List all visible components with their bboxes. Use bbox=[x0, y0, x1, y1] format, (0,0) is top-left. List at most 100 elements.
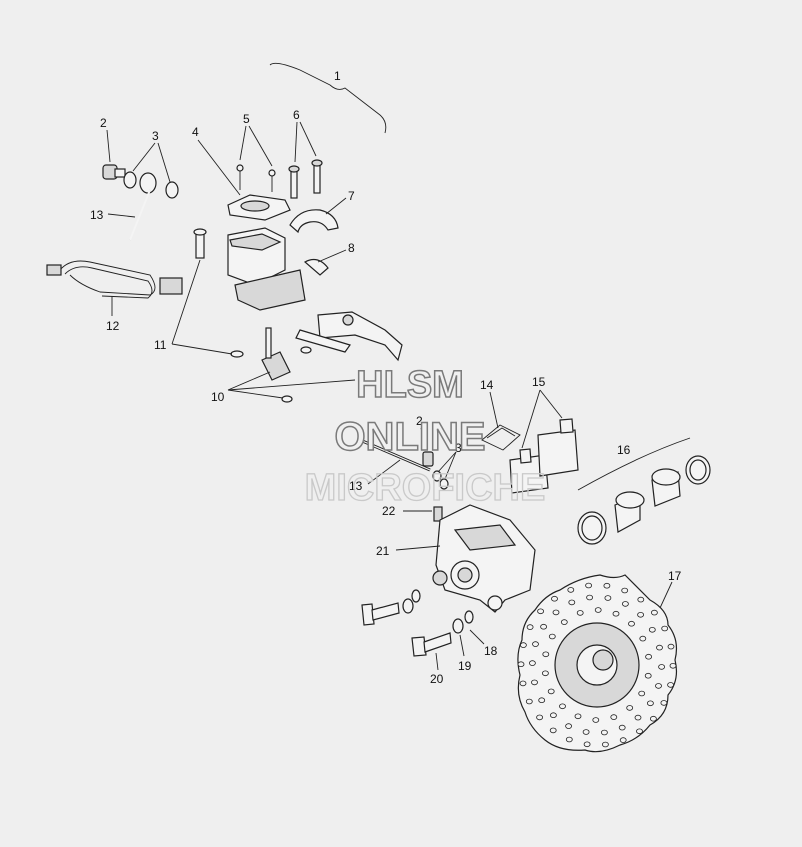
disc-drill-hole bbox=[618, 724, 626, 731]
callout-2-top: 2 bbox=[100, 116, 107, 130]
bleeder-screw bbox=[433, 506, 443, 522]
disc-drill-hole bbox=[532, 641, 539, 647]
brake-caliper bbox=[432, 504, 536, 613]
brake-switch-harness bbox=[46, 260, 183, 299]
disc-drill-hole bbox=[529, 660, 536, 666]
disc-drill-hole bbox=[568, 599, 576, 606]
callout-18: 18 bbox=[484, 644, 498, 658]
disc-drill-hole bbox=[536, 714, 543, 721]
disc-drill-hole bbox=[520, 642, 527, 648]
disc-drill-hole bbox=[525, 698, 533, 705]
callout-4: 4 bbox=[192, 125, 199, 139]
disc-drill-hole bbox=[661, 625, 669, 632]
callout-13-bottom: 13 bbox=[349, 479, 363, 493]
disc-drill-hole bbox=[637, 596, 645, 603]
callout-11: 11 bbox=[154, 338, 167, 352]
master-cylinder-body bbox=[227, 227, 329, 311]
disc-drill-hole bbox=[552, 609, 560, 616]
disc-drill-hole bbox=[549, 727, 557, 734]
callout-20: 20 bbox=[430, 672, 444, 686]
disc-drill-hole bbox=[565, 736, 573, 743]
caliper-pistons-and-seals bbox=[577, 455, 711, 545]
disc-drill-hole bbox=[644, 672, 652, 679]
sealing-washers bbox=[123, 171, 179, 199]
disc-drill-hole bbox=[585, 582, 592, 589]
disc-drill-hole bbox=[559, 703, 566, 710]
disc-drill-hole bbox=[656, 644, 663, 651]
disc-drill-hole bbox=[565, 723, 572, 729]
pad-spring-clip bbox=[481, 424, 521, 451]
watermark-line-1: HLSM bbox=[356, 364, 464, 406]
watermark: HLSM ONLINE MICROFICHE bbox=[304, 363, 546, 509]
disc-drill-hole bbox=[574, 713, 582, 720]
disc-drill-hole bbox=[594, 607, 602, 613]
handlebar-clamp bbox=[289, 209, 339, 234]
disc-drill-hole bbox=[645, 653, 652, 660]
disc-drill-hole bbox=[667, 682, 674, 688]
disc-drill-hole bbox=[592, 717, 600, 723]
disc-drill-hole bbox=[667, 643, 675, 650]
disc-drill-hole bbox=[582, 729, 590, 735]
disc-drill-hole bbox=[551, 595, 558, 602]
callout-8: 8 bbox=[348, 241, 355, 255]
disc-drill-hole bbox=[650, 715, 657, 722]
disc-drill-hole bbox=[638, 690, 646, 697]
callout-21: 21 bbox=[376, 544, 390, 558]
disc-drill-hole bbox=[626, 705, 634, 711]
caliper-banjo-bolt bbox=[422, 451, 449, 490]
disc-drill-hole bbox=[628, 620, 635, 627]
callout-13-top: 13 bbox=[90, 208, 104, 222]
disc-drill-hole bbox=[526, 624, 534, 630]
clamp-bolts bbox=[288, 159, 323, 199]
disc-drill-hole bbox=[634, 714, 642, 721]
brake-disc bbox=[517, 574, 678, 753]
callout-16: 16 bbox=[617, 443, 631, 457]
brake-pads bbox=[509, 418, 579, 494]
callout-6: 6 bbox=[293, 108, 300, 122]
disc-drill-hole bbox=[637, 611, 644, 618]
callout-17: 17 bbox=[668, 569, 682, 583]
callout-15: 15 bbox=[532, 375, 546, 389]
disc-drill-hole bbox=[567, 587, 575, 593]
watermark-line-2: ONLINE bbox=[334, 415, 485, 459]
disc-drill-hole bbox=[586, 594, 593, 601]
disc-drill-hole bbox=[619, 737, 627, 743]
callout-7: 7 bbox=[348, 189, 355, 203]
disc-drill-hole bbox=[647, 700, 654, 707]
callout-22: 22 bbox=[382, 504, 396, 518]
callout-10: 10 bbox=[211, 390, 225, 404]
cover-screws bbox=[236, 164, 276, 192]
callout-3-top: 3 bbox=[152, 129, 159, 143]
disc-drill-hole bbox=[603, 582, 611, 589]
brake-lever bbox=[295, 311, 403, 362]
bracket-16 bbox=[577, 437, 691, 491]
reservoir-cover bbox=[227, 194, 291, 221]
callout-14: 14 bbox=[480, 378, 494, 392]
disc-drill-hole bbox=[542, 651, 550, 658]
disc-drill-hole bbox=[560, 619, 568, 625]
disc-drill-hole bbox=[519, 680, 527, 687]
disc-drill-hole bbox=[669, 662, 677, 669]
lever-adjuster-parts bbox=[261, 327, 312, 403]
disc-drill-hole bbox=[538, 697, 546, 703]
disc-drill-hole bbox=[660, 700, 668, 706]
bracket-1 bbox=[269, 62, 387, 134]
disc-drill-hole bbox=[621, 587, 629, 594]
callout-1: 1 bbox=[334, 69, 341, 83]
banjo-bolt bbox=[102, 164, 126, 180]
disc-drill-hole bbox=[658, 664, 665, 670]
disc-drill-hole bbox=[517, 661, 525, 667]
disc-drill-hole bbox=[601, 729, 608, 736]
disc-drill-hole bbox=[639, 635, 647, 642]
disc-drill-hole bbox=[612, 610, 620, 617]
callout-12: 12 bbox=[106, 319, 120, 333]
callout-5: 5 bbox=[243, 112, 250, 126]
disc-drill-hole bbox=[622, 601, 629, 607]
disc-drill-hole bbox=[550, 712, 557, 718]
disc-drill-hole bbox=[636, 728, 643, 735]
disc-drill-hole bbox=[542, 670, 549, 677]
disc-drill-hole bbox=[540, 623, 547, 630]
disc-drill-hole bbox=[655, 683, 662, 689]
disc-drill-hole bbox=[602, 741, 609, 748]
